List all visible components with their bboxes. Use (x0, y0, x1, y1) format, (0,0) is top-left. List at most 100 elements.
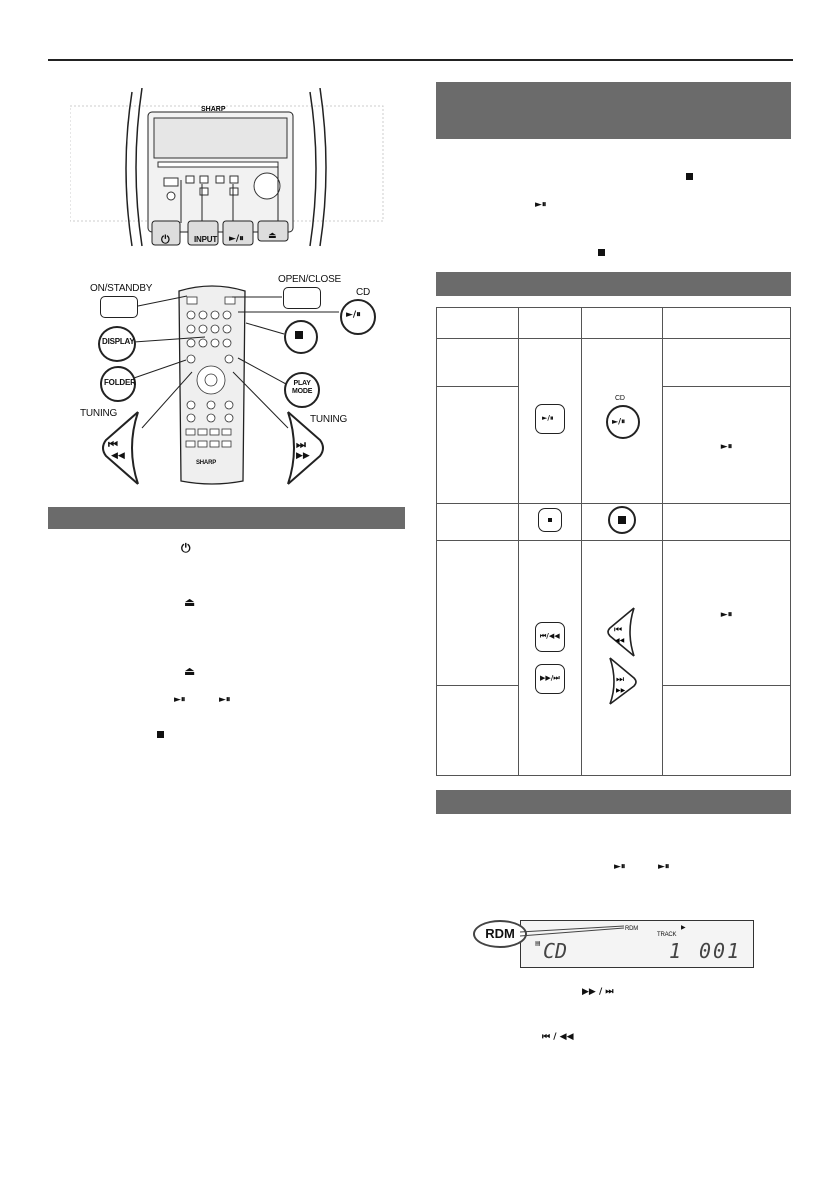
input-button-label: INPUT (194, 235, 218, 244)
operations-table: ►/⏸ CD ►/⏸ ►⏸ ⏮/◀◀ ▶▶/⏭ (436, 307, 791, 776)
lcd-display: RDM TRACK ▶ ▤ CD 1 001 (520, 920, 754, 968)
play-pause-icon: ►⏸ (658, 862, 670, 872)
unit-illustration: SHARP (70, 88, 384, 247)
tuning-right-label: TUNING (310, 414, 348, 425)
stop-button (284, 320, 318, 354)
display-label: DISPLAY (102, 337, 135, 346)
remote-cd-play-pause: CD ►/⏸ (602, 395, 642, 443)
power-icon: ⏻ (181, 541, 191, 555)
open-close-label: OPEN/CLOSE (278, 274, 342, 285)
cd-small-label: CD (615, 394, 625, 402)
stop-icon (618, 515, 626, 524)
skip-forward-icon: ▶▶/⏭ (540, 674, 560, 682)
unit-stop-button (538, 507, 562, 532)
source-readout: CD (543, 939, 568, 963)
skip-forward-icon: ⏭ (616, 675, 624, 685)
time-readout: 001 (699, 939, 742, 963)
play-pause-icon: ►/⏸ (229, 234, 244, 244)
disc-indicator-icon: ▤ (535, 940, 541, 947)
stop-icon (598, 249, 605, 256)
cd-round-button (606, 404, 640, 439)
table-header-cell (436, 307, 519, 339)
on-standby-label: ON/STANDBY (90, 283, 153, 294)
skip-back-icon: ⏮ (614, 625, 622, 635)
play-pause-icon: ►⏸ (720, 610, 733, 620)
play-pause-icon: ►⏸ (614, 862, 626, 872)
table-cell (436, 503, 519, 541)
section-bar-left (48, 507, 405, 529)
table-cell (581, 503, 663, 541)
play-pause-icon: ►/⏸ (542, 413, 554, 422)
skip-back-icon: ⏮ (108, 438, 118, 451)
table-cell: ⏮/◀◀ ▶▶/⏭ (518, 540, 582, 776)
table-cell (662, 685, 791, 776)
rewind-icon: ◀◀ (615, 637, 625, 644)
table-cell: ►⏸ (662, 386, 791, 504)
table-cell (436, 338, 519, 387)
table-cell (518, 503, 582, 541)
cd-label: CD (356, 287, 371, 298)
skip-back-icon: ⏮/◀◀ (540, 632, 560, 640)
section-bar-right-1 (436, 272, 791, 296)
skip-forward-button (287, 411, 324, 485)
play-pause-icon: ►/⏸ (346, 310, 361, 320)
play-mode-button (284, 372, 320, 408)
rdm-callout-lines (520, 925, 625, 937)
unit-skip-back-button: ⏮/◀◀ (535, 622, 565, 652)
folder-button (100, 366, 136, 402)
remote-tuning-buttons: ⏮ ◀◀ ⏭ ▶▶ (607, 606, 637, 705)
fast-forward-icon: ▶▶ (616, 687, 626, 694)
section-bar-right-2 (436, 790, 791, 814)
unit-skip-forward-button: ▶▶/⏭ (535, 664, 565, 694)
track-indicator: TRACK (657, 932, 677, 938)
eject-icon: ⏏ (184, 664, 196, 678)
table-header-cell (581, 307, 663, 339)
unit-brand: SHARP (201, 106, 226, 113)
stop-icon (157, 731, 164, 738)
play-pause-icon: ►⏸ (535, 200, 547, 210)
remote-brand: SHARP (196, 460, 217, 466)
fast-forward-skip-icon: ▶▶ / ⏭ (582, 987, 614, 997)
play-pause-icon: ►/⏸ (612, 416, 626, 426)
stop-icon (295, 331, 303, 339)
table-cell (436, 386, 519, 504)
stop-icon (686, 173, 693, 180)
table-cell (662, 503, 791, 541)
skip-back-button (102, 411, 139, 485)
top-rule (48, 59, 793, 61)
play-pause-icon: ►⏸ (219, 695, 231, 705)
eject-icon: ⏏ (268, 231, 277, 241)
track-number-readout: 1 (669, 939, 682, 963)
folder-label: FOLDER (104, 378, 136, 387)
fast-forward-icon: ▶▶ (296, 451, 310, 461)
display-button (98, 326, 136, 362)
unit-play-pause-button: ►/⏸ (535, 403, 565, 434)
callout-lines (133, 295, 339, 429)
rdm-callout-badge: RDM (473, 920, 527, 948)
skip-forward-icon: ⏭ (296, 438, 306, 451)
play-indicator-icon: ▶ (681, 924, 686, 931)
table-cell: CD ►/⏸ (581, 338, 663, 504)
table-cell (436, 540, 519, 686)
stop-icon (548, 517, 552, 522)
rewind-icon: ◀◀ (111, 451, 125, 461)
table-header-cell (518, 307, 582, 339)
play-pause-icon: ►⏸ (720, 442, 733, 452)
on-standby-button (100, 296, 138, 318)
table-cell (662, 338, 791, 387)
remote-control (178, 285, 246, 485)
play-pause-icon: ►⏸ (174, 695, 186, 705)
power-icon: ⏻ (161, 233, 170, 246)
table-cell: ►/⏸ (518, 338, 582, 504)
play-mode-label: PLAY MODE (292, 380, 313, 395)
table-cell (436, 685, 519, 776)
skip-back-rewind-icon: ⏮ / ◀◀ (542, 1032, 574, 1042)
remote-stop-button (608, 505, 636, 534)
table-cell: ⏮ ◀◀ ⏭ ▶▶ (581, 540, 663, 776)
cd-play-pause-button (340, 299, 376, 335)
rdm-indicator: RDM (625, 926, 639, 932)
table-cell: ►⏸ (662, 540, 791, 686)
section-title-box (436, 82, 791, 139)
table-header-cell (662, 307, 791, 339)
eject-icon: ⏏ (184, 595, 196, 609)
